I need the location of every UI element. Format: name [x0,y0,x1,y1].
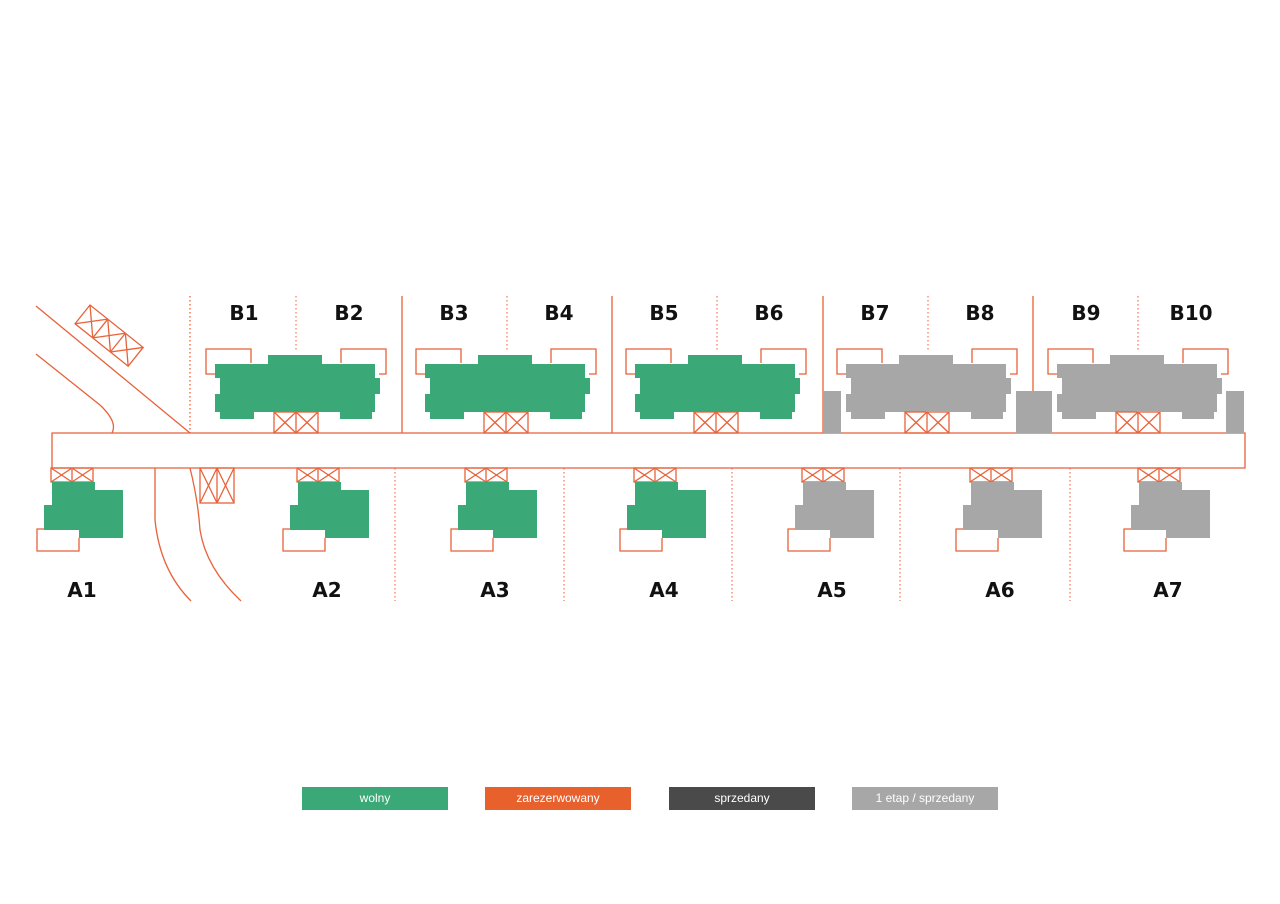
curved-road-right-edge [189,467,242,602]
legend-zarezerwowany: zarezerwowany [485,787,631,810]
carport-a7 [1137,467,1181,483]
terrace-b9 [1047,348,1094,375]
garage-block [1016,391,1052,433]
building-b1 [215,355,295,419]
building-b4 [505,355,590,419]
building-a5 [795,482,874,538]
building-a3 [458,482,537,538]
terrace-a1 [36,528,80,552]
lot-a6[interactable]: A6 [955,467,1042,602]
lot-a4[interactable]: A4 [619,467,706,602]
lots-row-b: B1 B2 B3 B4 B5 B6 B7 B8 B9 B10 [205,301,1244,434]
curved-road-left-edge [154,468,192,602]
lot-label-b6: B6 [754,301,783,325]
building-b10 [1137,355,1222,419]
diagonal-parking [74,304,145,368]
carport-b3 [483,411,529,434]
building-a2 [290,482,369,538]
lot-label-b7: B7 [860,301,889,325]
lot-b10[interactable]: B10 [1137,301,1229,419]
carport-a6 [969,467,1013,483]
lot-label-b2: B2 [334,301,363,325]
lot-label-a6: A6 [985,578,1014,602]
lot-a3[interactable]: A3 [450,467,537,602]
building-b5 [635,355,715,419]
lot-label-a4: A4 [649,578,678,602]
terrace-a2 [282,528,326,552]
terrace-a3 [450,528,494,552]
lot-b8[interactable]: B8 [926,301,1018,419]
lot-b7[interactable]: B7 [836,301,926,419]
terrace-b7 [836,348,883,375]
lots-row-a: A1 A2 A3 A4 A5 A6 A7 [36,467,1210,602]
terrace-b5 [625,348,672,375]
lot-a7[interactable]: A7 [1123,467,1210,602]
terrace-a4 [619,528,663,552]
plot-boundaries [189,296,1139,601]
building-b9 [1057,355,1137,419]
lot-label-b10: B10 [1169,301,1212,325]
building-b2 [295,355,380,419]
lot-b9[interactable]: B9 [1047,301,1137,419]
lot-label-a3: A3 [480,578,509,602]
terrace-b3 [415,348,462,375]
carport-a3 [464,467,508,483]
lot-a5[interactable]: A5 [787,467,874,602]
diagonal-road-lower-edge [35,353,115,434]
terrace-b8 [971,348,1018,375]
carport-b9 [1115,411,1161,434]
building-a7 [1131,482,1210,538]
terrace-a6 [955,528,999,552]
lot-label-a2: A2 [312,578,341,602]
lot-b6[interactable]: B6 [715,301,807,419]
lot-a1[interactable]: A1 [36,467,123,602]
carport-a5 [801,467,845,483]
carport-b5 [693,411,739,434]
terrace-b6 [760,348,807,375]
road-parking [199,467,235,504]
terrace-a5 [787,528,831,552]
lot-b1[interactable]: B1 [205,301,295,419]
terrace-b2 [340,348,387,375]
diagonal-road-upper-edge [35,305,191,434]
legend-wolny: wolny [302,787,448,810]
legend-1-etap-sprzedany: 1 etap / sprzedany [852,787,998,810]
building-b8 [926,355,1011,419]
lot-b4[interactable]: B4 [505,301,597,419]
building-b7 [846,355,926,419]
terrace-a7 [1123,528,1167,552]
carport-b7 [904,411,950,434]
lot-b2[interactable]: B2 [295,301,387,419]
carport-a4 [633,467,677,483]
carport-a1 [50,467,94,483]
building-b6 [715,355,800,419]
lot-label-b1: B1 [229,301,258,325]
lot-label-b9: B9 [1071,301,1100,325]
lot-b3[interactable]: B3 [415,301,505,419]
building-b3 [425,355,505,419]
main-road [51,432,1246,469]
terrace-b10 [1182,348,1229,375]
lot-label-a1: A1 [67,578,96,602]
lot-label-b8: B8 [965,301,994,325]
lot-label-a5: A5 [817,578,846,602]
carport-a2 [296,467,340,483]
lot-b5[interactable]: B5 [625,301,715,419]
lot-label-b5: B5 [649,301,678,325]
garage-block [823,391,841,433]
lot-label-b4: B4 [544,301,573,325]
lot-label-a7: A7 [1153,578,1182,602]
lot-label-b3: B3 [439,301,468,325]
building-a4 [627,482,706,538]
legend-sprzedany: sprzedany [669,787,815,810]
building-a6 [963,482,1042,538]
terrace-b4 [550,348,597,375]
terrace-b1 [205,348,252,375]
carport-b1 [273,411,319,434]
building-a1 [44,482,123,538]
lot-a2[interactable]: A2 [282,467,369,602]
garage-block [1226,391,1244,433]
